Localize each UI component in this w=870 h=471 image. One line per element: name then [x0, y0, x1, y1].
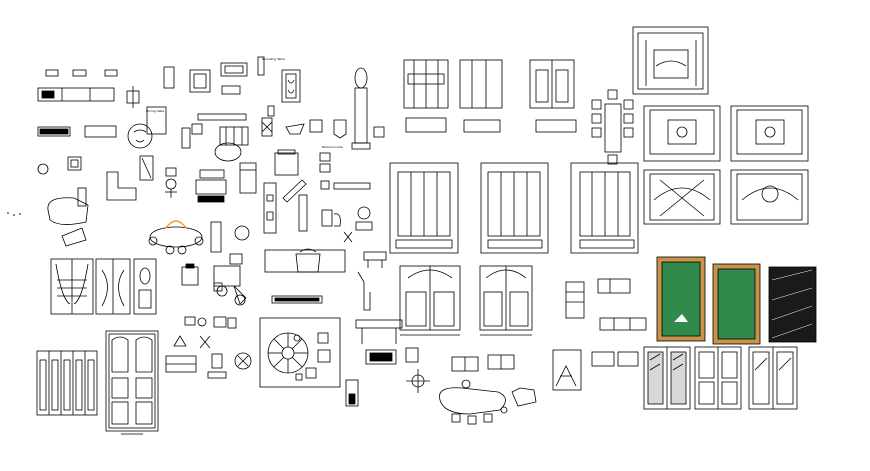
glass-door-2 [694, 346, 742, 410]
bed-elevation-top [632, 26, 709, 95]
elevation-3b [730, 169, 809, 225]
wardrobe-plan-top-3 [529, 59, 577, 133]
conference-table-block [439, 379, 537, 425]
round-dining-plan [591, 89, 634, 165]
glass-door-3 [748, 346, 798, 410]
lounge-chairs-block [181, 253, 247, 306]
table-elevation-block [355, 251, 419, 365]
label-dining-table: Dining table [146, 109, 165, 113]
wardrobe-plan-top-2 [459, 59, 503, 133]
bench-block [37, 125, 117, 138]
sofa-block [264, 248, 346, 273]
elevation-2a [643, 105, 721, 162]
staircase-elevation [552, 349, 582, 391]
panel-door-block [105, 330, 159, 435]
bathtub-block [47, 187, 89, 247]
window-unit-a [399, 265, 461, 336]
elevation-3a [643, 169, 721, 225]
sliding-door-block [36, 350, 98, 416]
bedroom-set-block [195, 162, 371, 234]
window-elevation-2 [95, 258, 131, 315]
wardrobe-elevation-3 [570, 162, 639, 254]
appliance-cluster [165, 316, 252, 379]
crosshair-marker [406, 369, 430, 393]
plant-blocks [37, 156, 82, 175]
window-unit-b [479, 265, 533, 336]
stray-dots [7, 212, 21, 216]
hatched-panel [768, 266, 817, 343]
spiral-stair-frame [259, 317, 341, 388]
door-elevation-1 [133, 258, 157, 315]
column-block [351, 67, 371, 150]
glass-door-1 [643, 346, 691, 410]
window-elevation-1 [50, 258, 94, 315]
desk-chair-block [165, 167, 177, 198]
console-block [271, 295, 323, 304]
ornament-block [281, 69, 301, 103]
arm-chairs-block [285, 119, 385, 139]
wardrobe-elevation-1 [389, 162, 459, 254]
cabinet-elevations [565, 278, 647, 367]
label-bedroom-side: Bedroom side [322, 145, 343, 149]
l-desk-block [106, 171, 137, 201]
small-furniture-cluster [126, 56, 265, 181]
small-tables-block [451, 354, 515, 372]
billiard-table-1 [656, 256, 706, 342]
label-rounding-table: Rounding Table [262, 57, 285, 61]
elevation-2b [730, 105, 809, 162]
fireplace-block [345, 379, 359, 407]
toilet-block [45, 69, 118, 77]
wardrobe-plan-top-1 [403, 59, 449, 133]
billiard-table-2 [712, 263, 761, 345]
counter-block [37, 87, 115, 102]
oval-table-block [148, 220, 250, 255]
dining-set-block [181, 105, 275, 162]
bed-side-block [274, 149, 331, 190]
washroom-block [321, 206, 373, 243]
wardrobe-elevation-2 [480, 162, 549, 254]
